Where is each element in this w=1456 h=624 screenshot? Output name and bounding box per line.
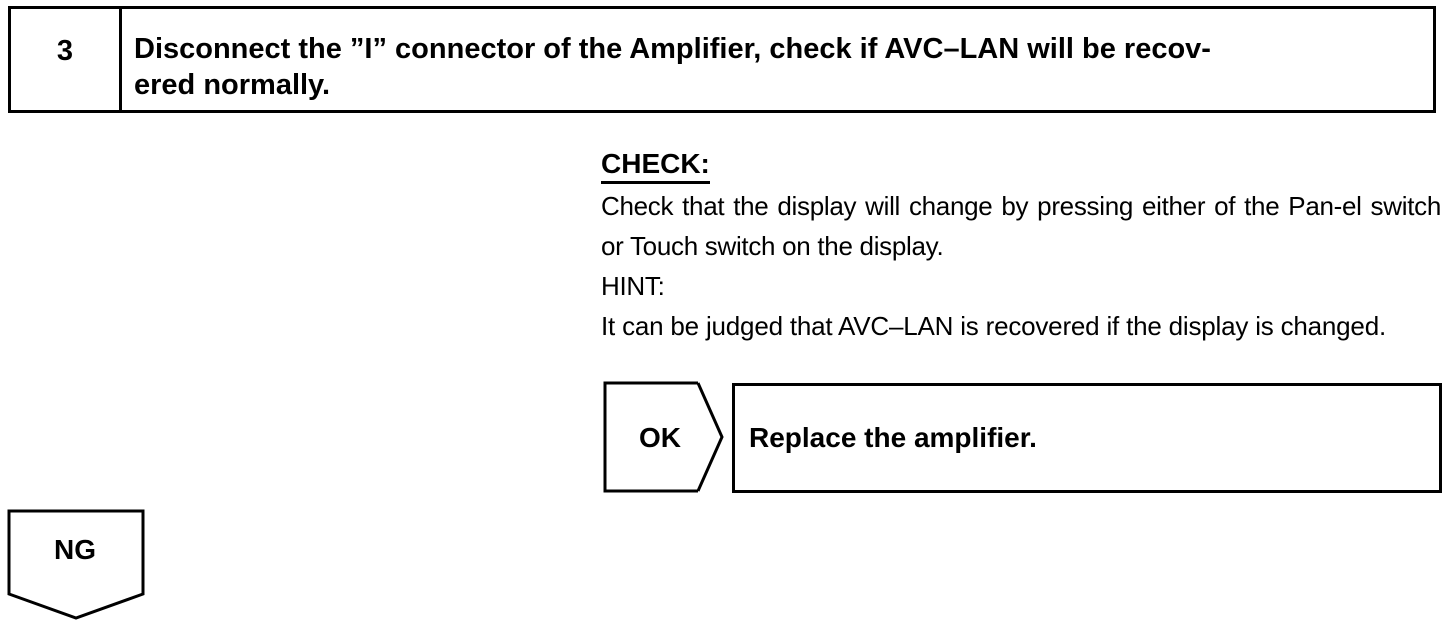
hint-label: HINT: (601, 271, 665, 301)
step-title: Disconnect the ”I” connector of the Ampl… (122, 9, 1433, 110)
step-number: 3 (11, 9, 122, 110)
hint-text: It can be judged that AVC–LAN is recover… (601, 311, 1386, 341)
step-title-line-2: ered normally. (134, 69, 331, 101)
ok-label: OK (639, 422, 681, 453)
ok-arrow-shape (603, 381, 724, 493)
ng-label: NG (54, 534, 96, 565)
ok-result-box: Replace the amplifier. (732, 383, 1442, 493)
step-title-line-1: Disconnect the ”I” connector of the Ampl… (134, 33, 1211, 65)
step-header: 3 Disconnect the ”I” connector of the Am… (8, 6, 1436, 113)
ng-arrow-shape (7, 509, 145, 620)
ok-result-text: Replace the amplifier. (749, 422, 1037, 453)
check-instruction: Check that the display will change by pr… (601, 191, 1441, 261)
check-heading: CHECK: (601, 147, 710, 184)
check-section: CHECK: Check that the display will chang… (601, 144, 1441, 346)
